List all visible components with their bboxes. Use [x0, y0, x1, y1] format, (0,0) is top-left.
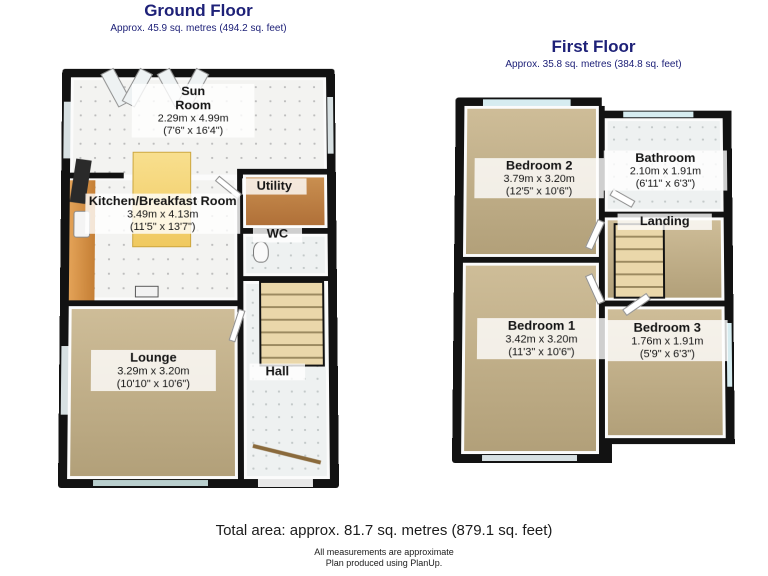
footer-disclaimer: All measurements are approximate Plan pr…: [0, 547, 768, 570]
wall: [237, 168, 327, 175]
label-sun-room: Sun Room 2.29m x 4.99m (7'6" x 16'4"): [131, 83, 255, 138]
window: [93, 480, 208, 487]
room-dims-metric: 3.42m x 3.20m: [505, 333, 578, 346]
room-dims-metric: 2.10m x 1.91m: [629, 165, 702, 178]
label-bedroom-3: Bedroom 3 1.76m x 1.91m (5'9" x 6'3"): [606, 320, 728, 362]
outline-notch: [601, 97, 732, 111]
room-name: Bedroom 3: [633, 320, 701, 335]
label-bathroom: Bathroom 2.10m x 1.91m (6'11" x 6'3"): [603, 150, 728, 191]
room-dims-imperial: (5'9" x 6'3"): [639, 347, 695, 360]
room-name: Sun Room: [175, 83, 212, 113]
wall: [68, 300, 238, 307]
room-name: WC: [266, 226, 289, 241]
front-door-opening: [257, 479, 313, 488]
ground-floor-title-block: Ground Floor Approx. 45.9 sq. metres (49…: [58, 1, 339, 34]
wall: [604, 300, 725, 307]
first-floor-plan: Bedroom 2 3.79m x 3.20m (12'5" x 10'6") …: [452, 97, 735, 464]
ground-floor-subtitle: Approx. 45.9 sq. metres (494.2 sq. feet): [110, 22, 287, 34]
room-dims-imperial: (7'6" x 16'4"): [163, 124, 224, 137]
label-wc: WC: [252, 226, 303, 243]
ground-floor-plan: Sun Room 2.29m x 4.99m (7'6" x 16'4") Ki…: [58, 67, 339, 488]
label-bedroom-2: Bedroom 2 3.79m x 3.20m (12'5" x 10'6"): [474, 158, 604, 199]
room-dims-imperial: (11'5" x 13'7"): [129, 220, 196, 233]
window: [482, 455, 578, 462]
credit-text: Plan produced using PlanUp.: [325, 558, 443, 569]
label-landing: Landing: [617, 213, 712, 230]
label-hall: Hall: [249, 363, 306, 381]
room-dims-imperial: (6'11" x 6'3"): [635, 177, 696, 190]
label-kitchen-breakfast: Kitchen/Breakfast Room 3.49m x 4.13m (11…: [85, 193, 241, 234]
room-lounge: [67, 306, 238, 480]
footer: Total area: approx. 81.7 sq. metres (879…: [0, 522, 768, 539]
first-floor-subtitle: Approx. 35.8 sq. metres (384.8 sq. feet): [505, 58, 682, 70]
label-lounge: Lounge 3.29m x 3.20m (10'10" x 10'6"): [90, 349, 216, 392]
window: [63, 101, 71, 159]
room-dims-metric: 3.29m x 3.20m: [117, 365, 190, 378]
room-name: Hall: [265, 363, 290, 379]
cooker: [134, 285, 159, 298]
window: [623, 111, 694, 118]
room-dims-imperial: (11'3" x 10'6"): [508, 346, 575, 358]
room-dims-metric: 2.29m x 4.99m: [157, 112, 229, 125]
room-name: Bedroom 2: [505, 158, 573, 173]
room-dims-metric: 3.49m x 4.13m: [127, 208, 199, 221]
toilet: [253, 241, 269, 263]
room-dims-metric: 3.79m x 3.20m: [503, 173, 575, 185]
wall: [462, 256, 605, 263]
room-dims-metric: 1.76m x 1.91m: [631, 335, 704, 348]
total-area-text: Total area: approx. 81.7 sq. metres (879…: [215, 522, 553, 539]
first-floor-title: First Floor: [551, 37, 636, 56]
outline-notch: [611, 444, 735, 463]
first-floor-title-block: First Floor Approx. 35.8 sq. metres (384…: [452, 37, 735, 70]
room-name: Kitchen/Breakfast Room: [88, 193, 237, 208]
room-name: Bedroom 1: [507, 318, 576, 333]
room-name: Landing: [639, 213, 690, 229]
room-name: Lounge: [130, 349, 177, 365]
room-name: Bathroom: [635, 150, 696, 165]
ground-floor-title: Ground Floor: [144, 1, 253, 20]
room-dims-imperial: (10'10" x 10'6"): [116, 377, 190, 390]
window: [327, 97, 334, 154]
window: [60, 346, 69, 415]
disclaimer-text: All measurements are approximate: [314, 547, 454, 557]
room-dims-imperial: (12'5" x 10'6"): [505, 185, 573, 197]
room-name: Utility: [256, 178, 293, 193]
window: [482, 99, 571, 106]
staircase-first: [613, 223, 666, 299]
staircase-ground: [259, 280, 325, 367]
label-utility: Utility: [241, 178, 307, 195]
label-bedroom-1: Bedroom 1 3.42m x 3.20m (11'3" x 10'6"): [476, 318, 606, 360]
